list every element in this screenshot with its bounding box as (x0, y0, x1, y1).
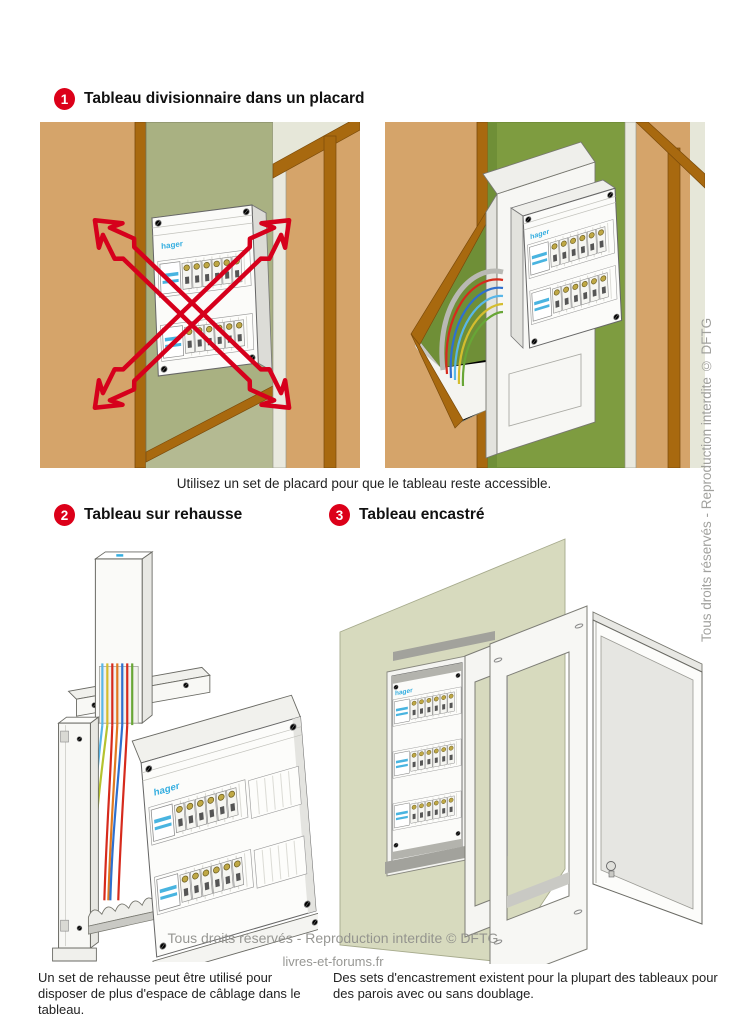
outer-mounting-frame (489, 605, 588, 964)
wall-opening (410, 210, 487, 429)
figure-placard-correct-illustration: hager (385, 122, 705, 468)
riser-post (52, 716, 100, 962)
cable-trunking (93, 551, 154, 726)
section-2-title: Tableau sur rehausse (84, 506, 243, 523)
section-3-note: Des sets d'encastrement existent pour la… (333, 970, 718, 1001)
section-2-number-badge: 2 (54, 504, 75, 526)
recess-sill (507, 872, 569, 908)
wood-frame-strip-right (323, 135, 337, 468)
hager-logo: hager (395, 687, 413, 697)
section-1-title: Tableau divisionnaire dans un placard (84, 90, 365, 107)
board-plinth (152, 911, 318, 962)
wood-top-plank (635, 122, 705, 189)
enclosure-door (592, 611, 703, 925)
section-1-heading: 1 Tableau divisionnaire dans un placard (54, 88, 365, 110)
section-3-title: Tableau encastré (359, 506, 485, 523)
edge-panel (690, 122, 705, 468)
recess-bottom-rail (385, 844, 475, 874)
section-1-caption: Utilisez un set de placard pour que le t… (176, 476, 552, 491)
figure-encastre-illustration: hager (339, 538, 703, 964)
door-jamb-strip (624, 122, 637, 468)
wood-frame-strip (134, 122, 147, 468)
section-2-heading: 2 Tableau sur rehausse (54, 504, 242, 526)
door-lock (606, 861, 616, 871)
figure-rehausse-illustration: hager (52, 551, 318, 962)
hager-logo: hager (161, 239, 183, 251)
wires-bundle (439, 268, 504, 387)
recess-top-rail (393, 631, 495, 661)
wood-frame-strip-right (667, 147, 681, 468)
distribution-board: hager (522, 187, 623, 349)
section-3-heading: 3 Tableau encastré (329, 504, 485, 526)
section-1-number-badge: 1 (54, 88, 75, 110)
lower-door-vent (508, 353, 582, 427)
screw-slots (493, 623, 584, 945)
wood-top-plank (272, 122, 360, 179)
board-side-face (510, 207, 524, 349)
section-3-number-badge: 3 (329, 504, 350, 526)
distribution-board: hager (140, 716, 318, 962)
distribution-board: hager (391, 662, 463, 869)
figure-placard-wrong-illustration: hager (40, 122, 360, 468)
section-2-note: Un set de rehausse peut être utilisé pou… (38, 970, 301, 1017)
